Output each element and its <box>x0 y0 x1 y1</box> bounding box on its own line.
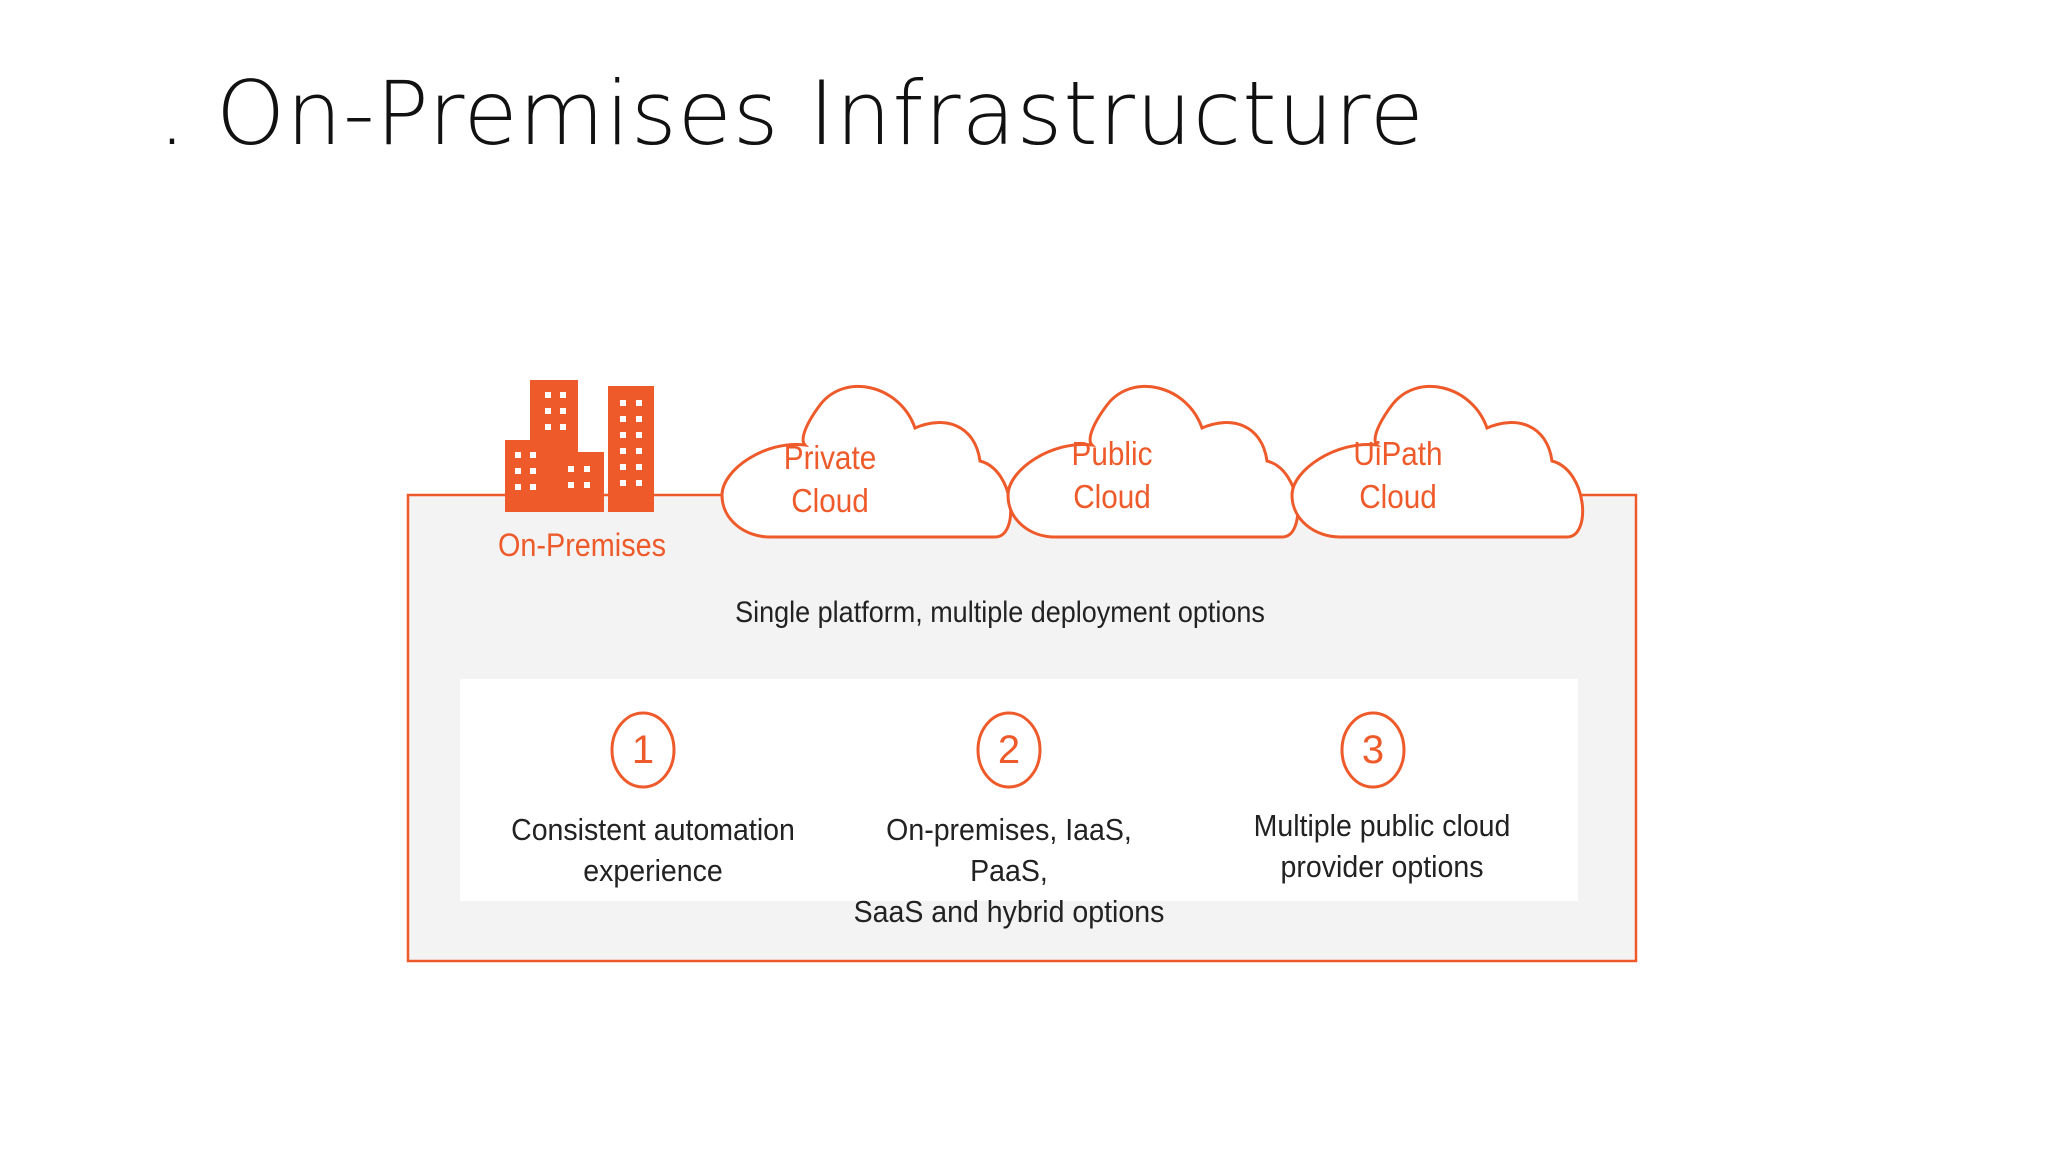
feature-text-3-line1: Multiple public cloud <box>1253 808 1511 843</box>
feature-number-circle-1 <box>610 711 676 789</box>
feature-text-1-line2: experience <box>583 853 723 888</box>
private-cloud-label: Private Cloud <box>740 436 920 522</box>
feature-number-1: 1 <box>631 728 655 772</box>
feature-number-circle-2 <box>976 711 1042 789</box>
buildings-icon <box>505 380 654 512</box>
feature-text-2: On-premises, IaaS, PaaS, SaaS and hybrid… <box>853 809 1166 932</box>
private-cloud-icon <box>720 385 1013 539</box>
feature-text-2-line2: SaaS and hybrid options <box>853 894 1165 929</box>
slide-title: . On-Premises Infrastructure <box>158 62 1425 165</box>
public-cloud-label-line2: Cloud <box>1073 478 1151 515</box>
public-cloud-label-line1: Public <box>1071 435 1153 472</box>
on-premises-label: On-Premises <box>497 527 667 563</box>
feature-number-3: 3 <box>1361 728 1385 772</box>
public-cloud-label: Public Cloud <box>1022 432 1202 518</box>
private-cloud-label-line2: Cloud <box>791 482 869 519</box>
feature-number-circle-3 <box>1340 711 1406 789</box>
uipath-cloud-icon <box>1290 385 1585 539</box>
feature-text-1: Consistent automation experience <box>497 809 810 891</box>
uipath-cloud-label-line2: Cloud <box>1359 478 1437 515</box>
uipath-cloud-label-line1: UiPath <box>1353 435 1443 472</box>
feature-text-3: Multiple public cloud provider options <box>1226 805 1539 887</box>
feature-text-3-line2: provider options <box>1280 849 1484 884</box>
private-cloud-label-line1: Private <box>783 439 877 476</box>
uipath-cloud-label: UiPath Cloud <box>1308 432 1488 518</box>
platform-tagline: Single platform, multiple deployment opt… <box>735 596 1265 629</box>
public-cloud-icon <box>1006 385 1300 539</box>
feature-text-2-line1: On-premises, IaaS, PaaS, <box>886 812 1132 888</box>
feature-text-1-line1: Consistent automation <box>511 812 795 847</box>
feature-number-2: 2 <box>997 728 1021 772</box>
